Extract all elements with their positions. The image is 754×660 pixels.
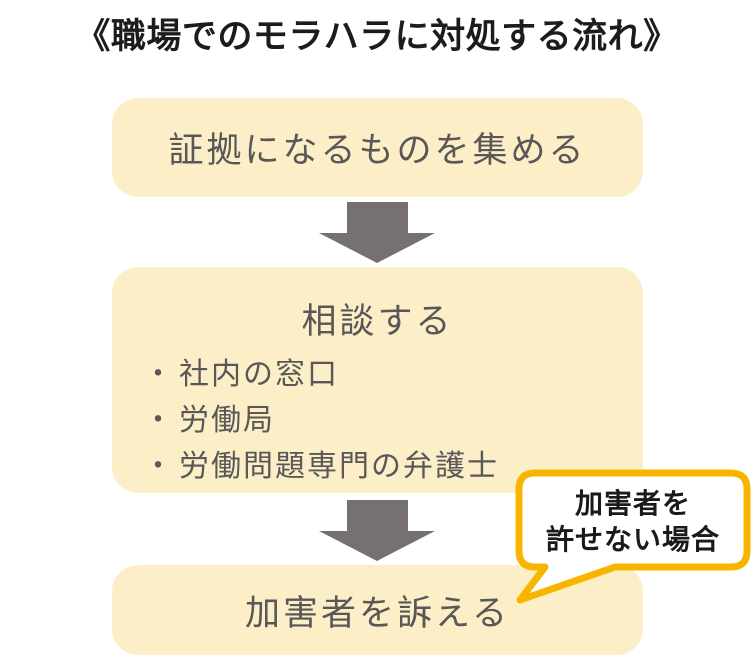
step-collect-evidence: 証拠になるものを集める: [112, 98, 643, 197]
step-consult: 相談する ・社内の窓口 ・労働局 ・労働問題専門の弁護士: [112, 267, 643, 493]
down-arrow-head: [319, 233, 435, 263]
list-item-label: 労働問題専門の弁護士: [179, 449, 499, 484]
down-arrow-stem: [346, 202, 408, 233]
bullet-glyph: ・: [143, 403, 175, 438]
step1-label: 証拠になるものを集める: [168, 131, 587, 171]
callout-line1: 加害者を: [574, 487, 691, 520]
callout-text: 加害者を 許せない場合: [516, 486, 750, 558]
step3-label: 加害者を訴える: [245, 593, 510, 634]
down-arrow-head: [319, 531, 435, 561]
step2-title: 相談する: [301, 302, 454, 342]
list-item: ・労働局: [143, 402, 643, 440]
list-item-label: 労働局: [179, 403, 275, 438]
down-arrow-icon: [319, 500, 435, 561]
down-arrow-stem: [346, 500, 408, 531]
callout-line2: 許せない場合: [545, 523, 720, 556]
list-item: ・社内の窓口: [143, 356, 643, 394]
consult-options-list: ・社内の窓口 ・労働局 ・労働問題専門の弁護士: [112, 356, 643, 486]
speech-bubble-icon: [515, 469, 751, 604]
bullet-glyph: ・: [143, 449, 175, 484]
list-item-label: 社内の窓口: [179, 357, 339, 392]
bullet-glyph: ・: [143, 357, 175, 392]
page-title: 《職場でのモラハラに対処する流れ》: [75, 17, 679, 57]
list-item: ・労働問題専門の弁護士: [143, 448, 643, 486]
down-arrow-icon: [319, 202, 435, 263]
